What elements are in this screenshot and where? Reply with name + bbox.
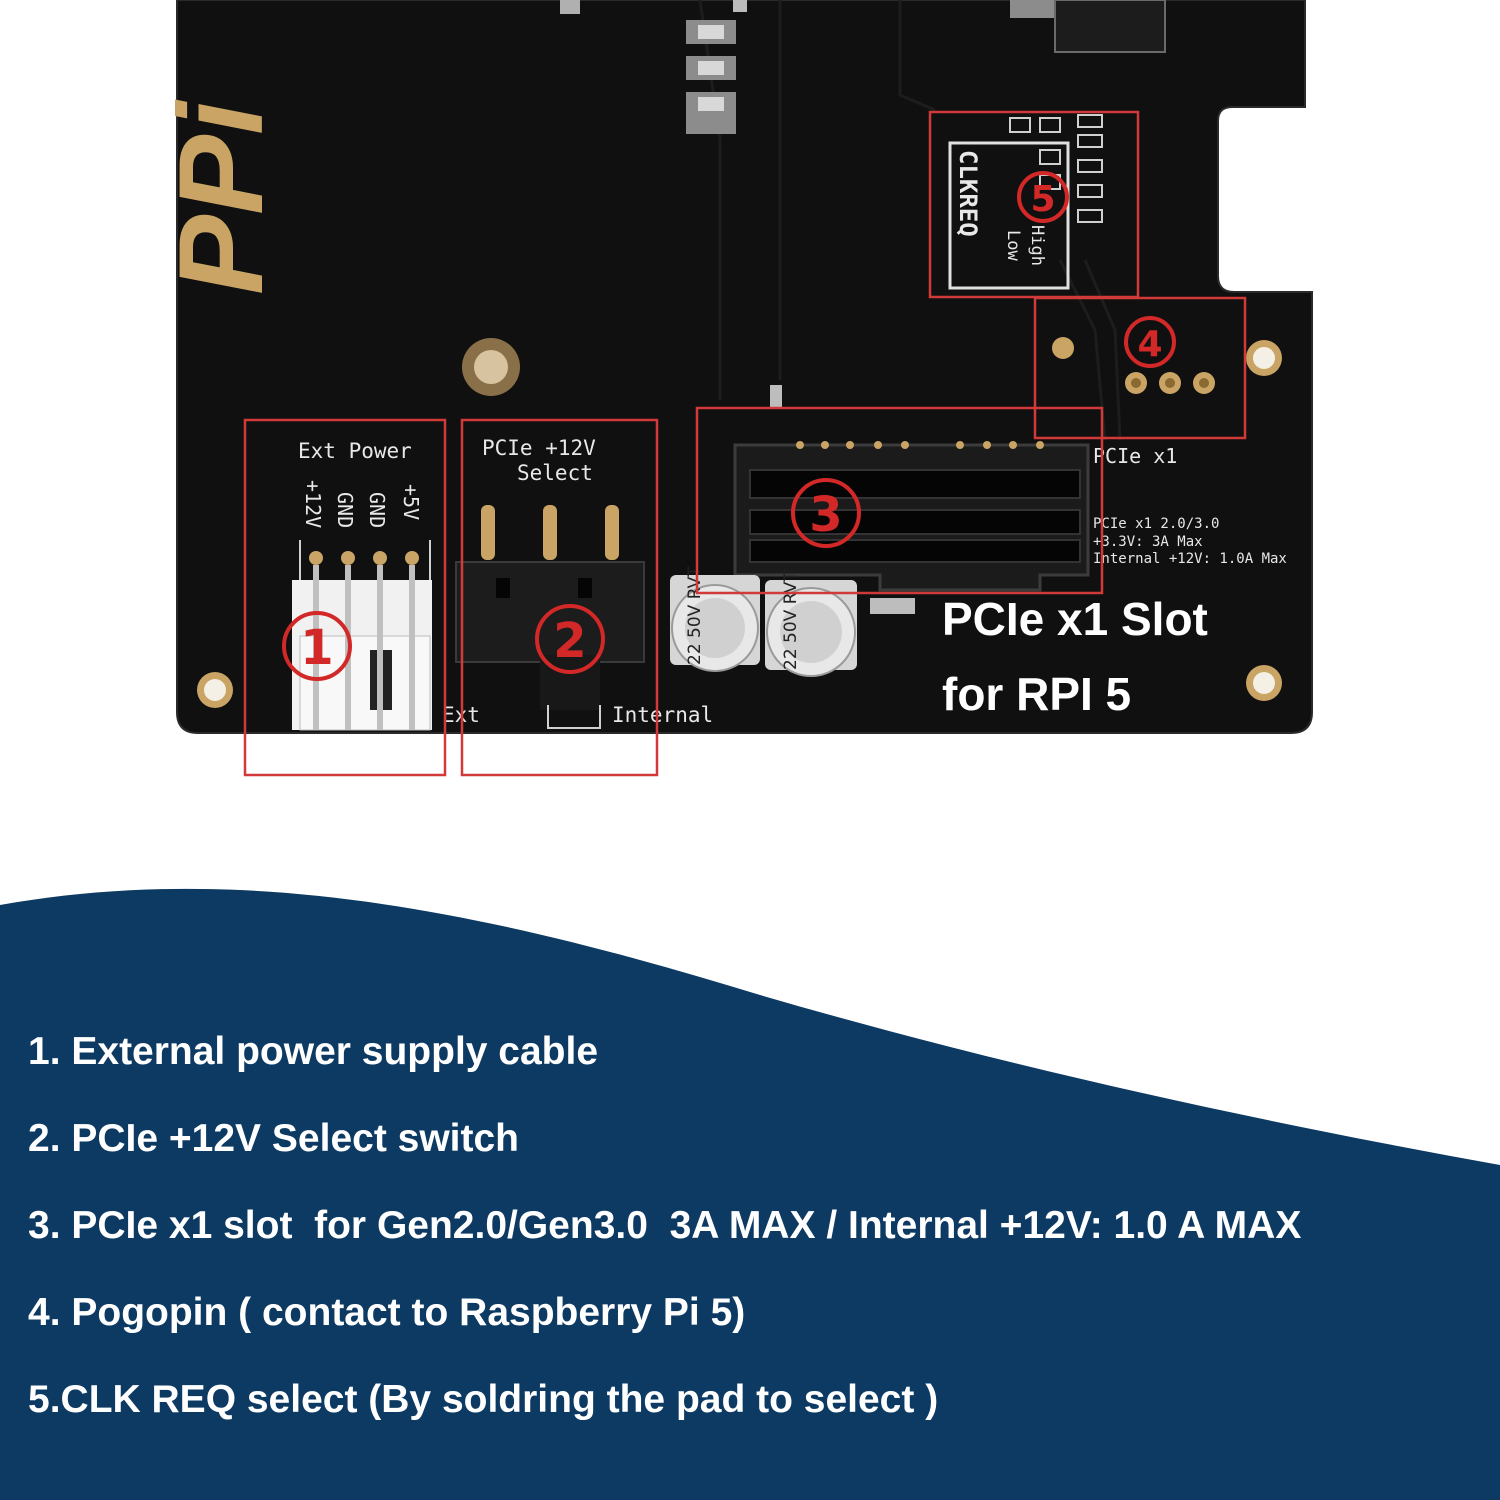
- marker-4: 4: [1124, 316, 1176, 368]
- marker-1-number: 1: [300, 620, 333, 676]
- highlight-box-1: [243, 418, 447, 777]
- pcie-select-title-2: Select: [517, 461, 593, 485]
- clkreq-low-label: Low: [1003, 230, 1023, 261]
- pcie-select-title-1: PCIe +12V: [482, 436, 596, 460]
- slot-label: PCIe x1: [1093, 444, 1177, 468]
- clkreq-silk-box: [948, 141, 1070, 290]
- clkreq-high-label: High: [1027, 225, 1047, 266]
- board-logo: PPi: [154, 99, 288, 295]
- ext-power-pin-3: GND: [365, 492, 389, 528]
- mount-hole-center: [462, 338, 520, 396]
- pcie-select-switch: [455, 505, 645, 729]
- marker-5: 5: [1017, 171, 1069, 223]
- smd-components: [560, 0, 1166, 614]
- capacitor-right-text: 22 50V RVT: [781, 571, 801, 670]
- pogopins: [1052, 337, 1215, 394]
- mount-hole-left: [197, 672, 233, 708]
- ext-power-title: Ext Power: [298, 439, 412, 463]
- clkreq-label: CLKREQ: [954, 150, 982, 237]
- caption-item-3: 3. PCIe x1 slot for Gen2.0/Gen3.0 3A MAX…: [28, 1204, 1302, 1247]
- marker-2-number: 2: [553, 613, 586, 669]
- highlight-box-2: [460, 418, 659, 777]
- caption-item-5: 5.CLK REQ select (By soldring the pad to…: [28, 1378, 939, 1421]
- slot-spec-line-3: Internal +12V: 1.0A Max: [1093, 551, 1287, 567]
- slot-spec-line-1: PCIe x1 2.0/3.0: [1093, 516, 1219, 532]
- highlight-box-5: [928, 110, 1140, 299]
- marker-3: 3: [791, 478, 861, 548]
- marker-2: 2: [535, 604, 605, 674]
- marker-5-number: 5: [1030, 179, 1055, 220]
- ext-power-pin-4: +5V: [399, 484, 423, 520]
- highlight-box-3: [695, 406, 1104, 595]
- marker-4-number: 4: [1137, 324, 1162, 365]
- ext-power-pin-1: +12V: [301, 480, 325, 528]
- caption-item-2: 2. PCIe +12V Select switch: [28, 1117, 520, 1160]
- pcie-slot: [733, 441, 1090, 592]
- capacitor-right: [765, 580, 857, 677]
- caption-item-1: 1. External power supply cable: [28, 1030, 599, 1073]
- feature-caption-list: 1. External power supply cable 2. PCIe +…: [28, 1030, 1488, 1465]
- pcb-traces: [698, 0, 1122, 441]
- board-title-line-2: for RPI 5: [942, 668, 1131, 720]
- clkreq-solder-pads: [1009, 114, 1103, 223]
- marker-3-number: 3: [809, 487, 842, 543]
- pcie-select-internal-label: Internal: [612, 703, 713, 727]
- mount-hole-right-bottom: [1246, 665, 1282, 701]
- marker-1: 1: [282, 611, 352, 681]
- capacitor-left: [670, 575, 760, 672]
- highlight-box-4: [1033, 296, 1247, 440]
- mount-hole-right-top: [1246, 340, 1282, 376]
- slot-spec-line-2: +3.3V: 3A Max: [1093, 534, 1203, 550]
- banner-background: [0, 888, 1500, 1500]
- caption-item-4: 4. Pogopin ( contact to Raspberry Pi 5): [28, 1291, 746, 1334]
- board-title-line-1: PCIe x1 Slot: [942, 593, 1208, 645]
- ext-power-pin-2: GND: [333, 492, 357, 528]
- ext-power-connector: [292, 540, 432, 731]
- capacitor-left-text: 22 50V RVT: [685, 566, 705, 665]
